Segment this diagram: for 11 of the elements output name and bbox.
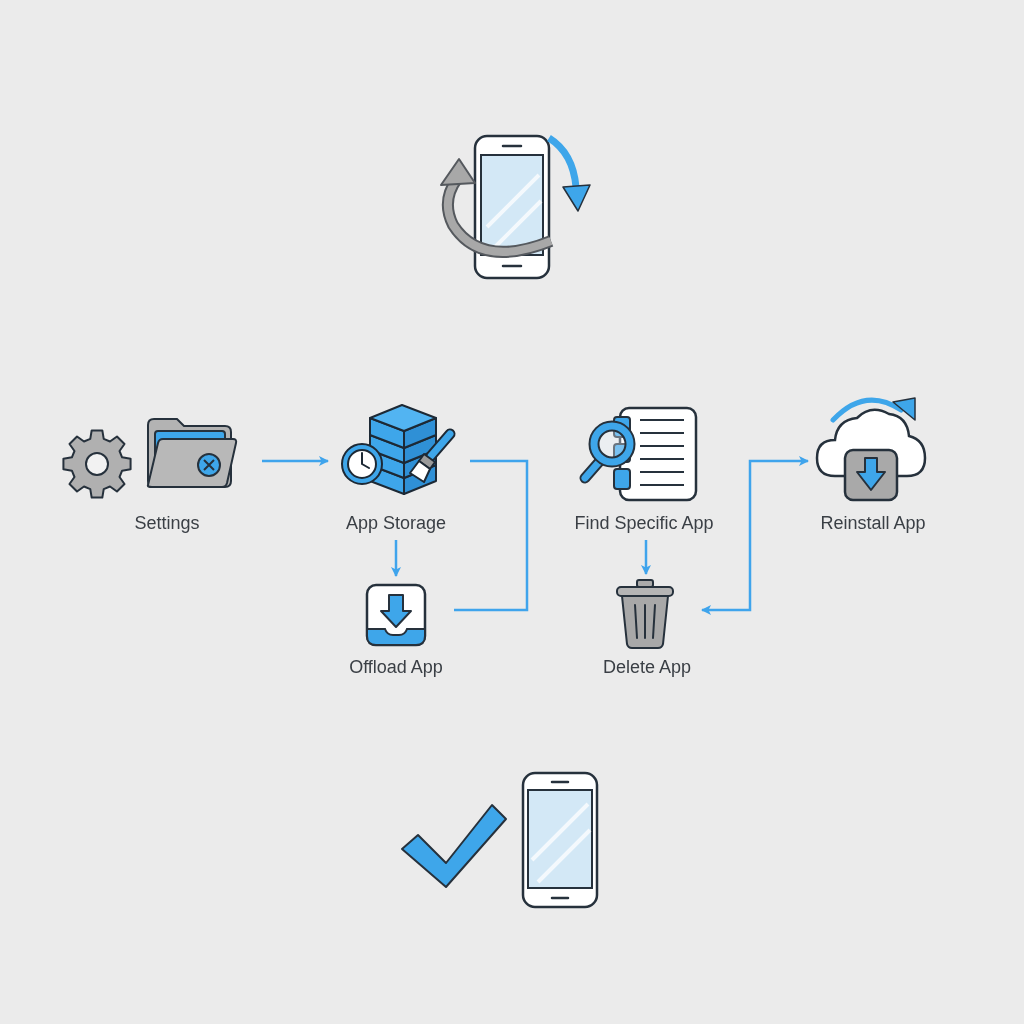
arrow [641,540,651,575]
arrow [701,456,809,615]
arrow [262,456,329,466]
step-label: Settings [134,512,200,535]
step-label: Reinstall App [820,512,926,535]
step-label: Offload App [349,656,443,679]
step-label: Delete App [602,656,692,679]
step-label: App Storage [345,512,447,535]
connector-line [454,459,529,612]
step-label: Find Specific App [574,512,714,535]
arrow [391,540,401,577]
